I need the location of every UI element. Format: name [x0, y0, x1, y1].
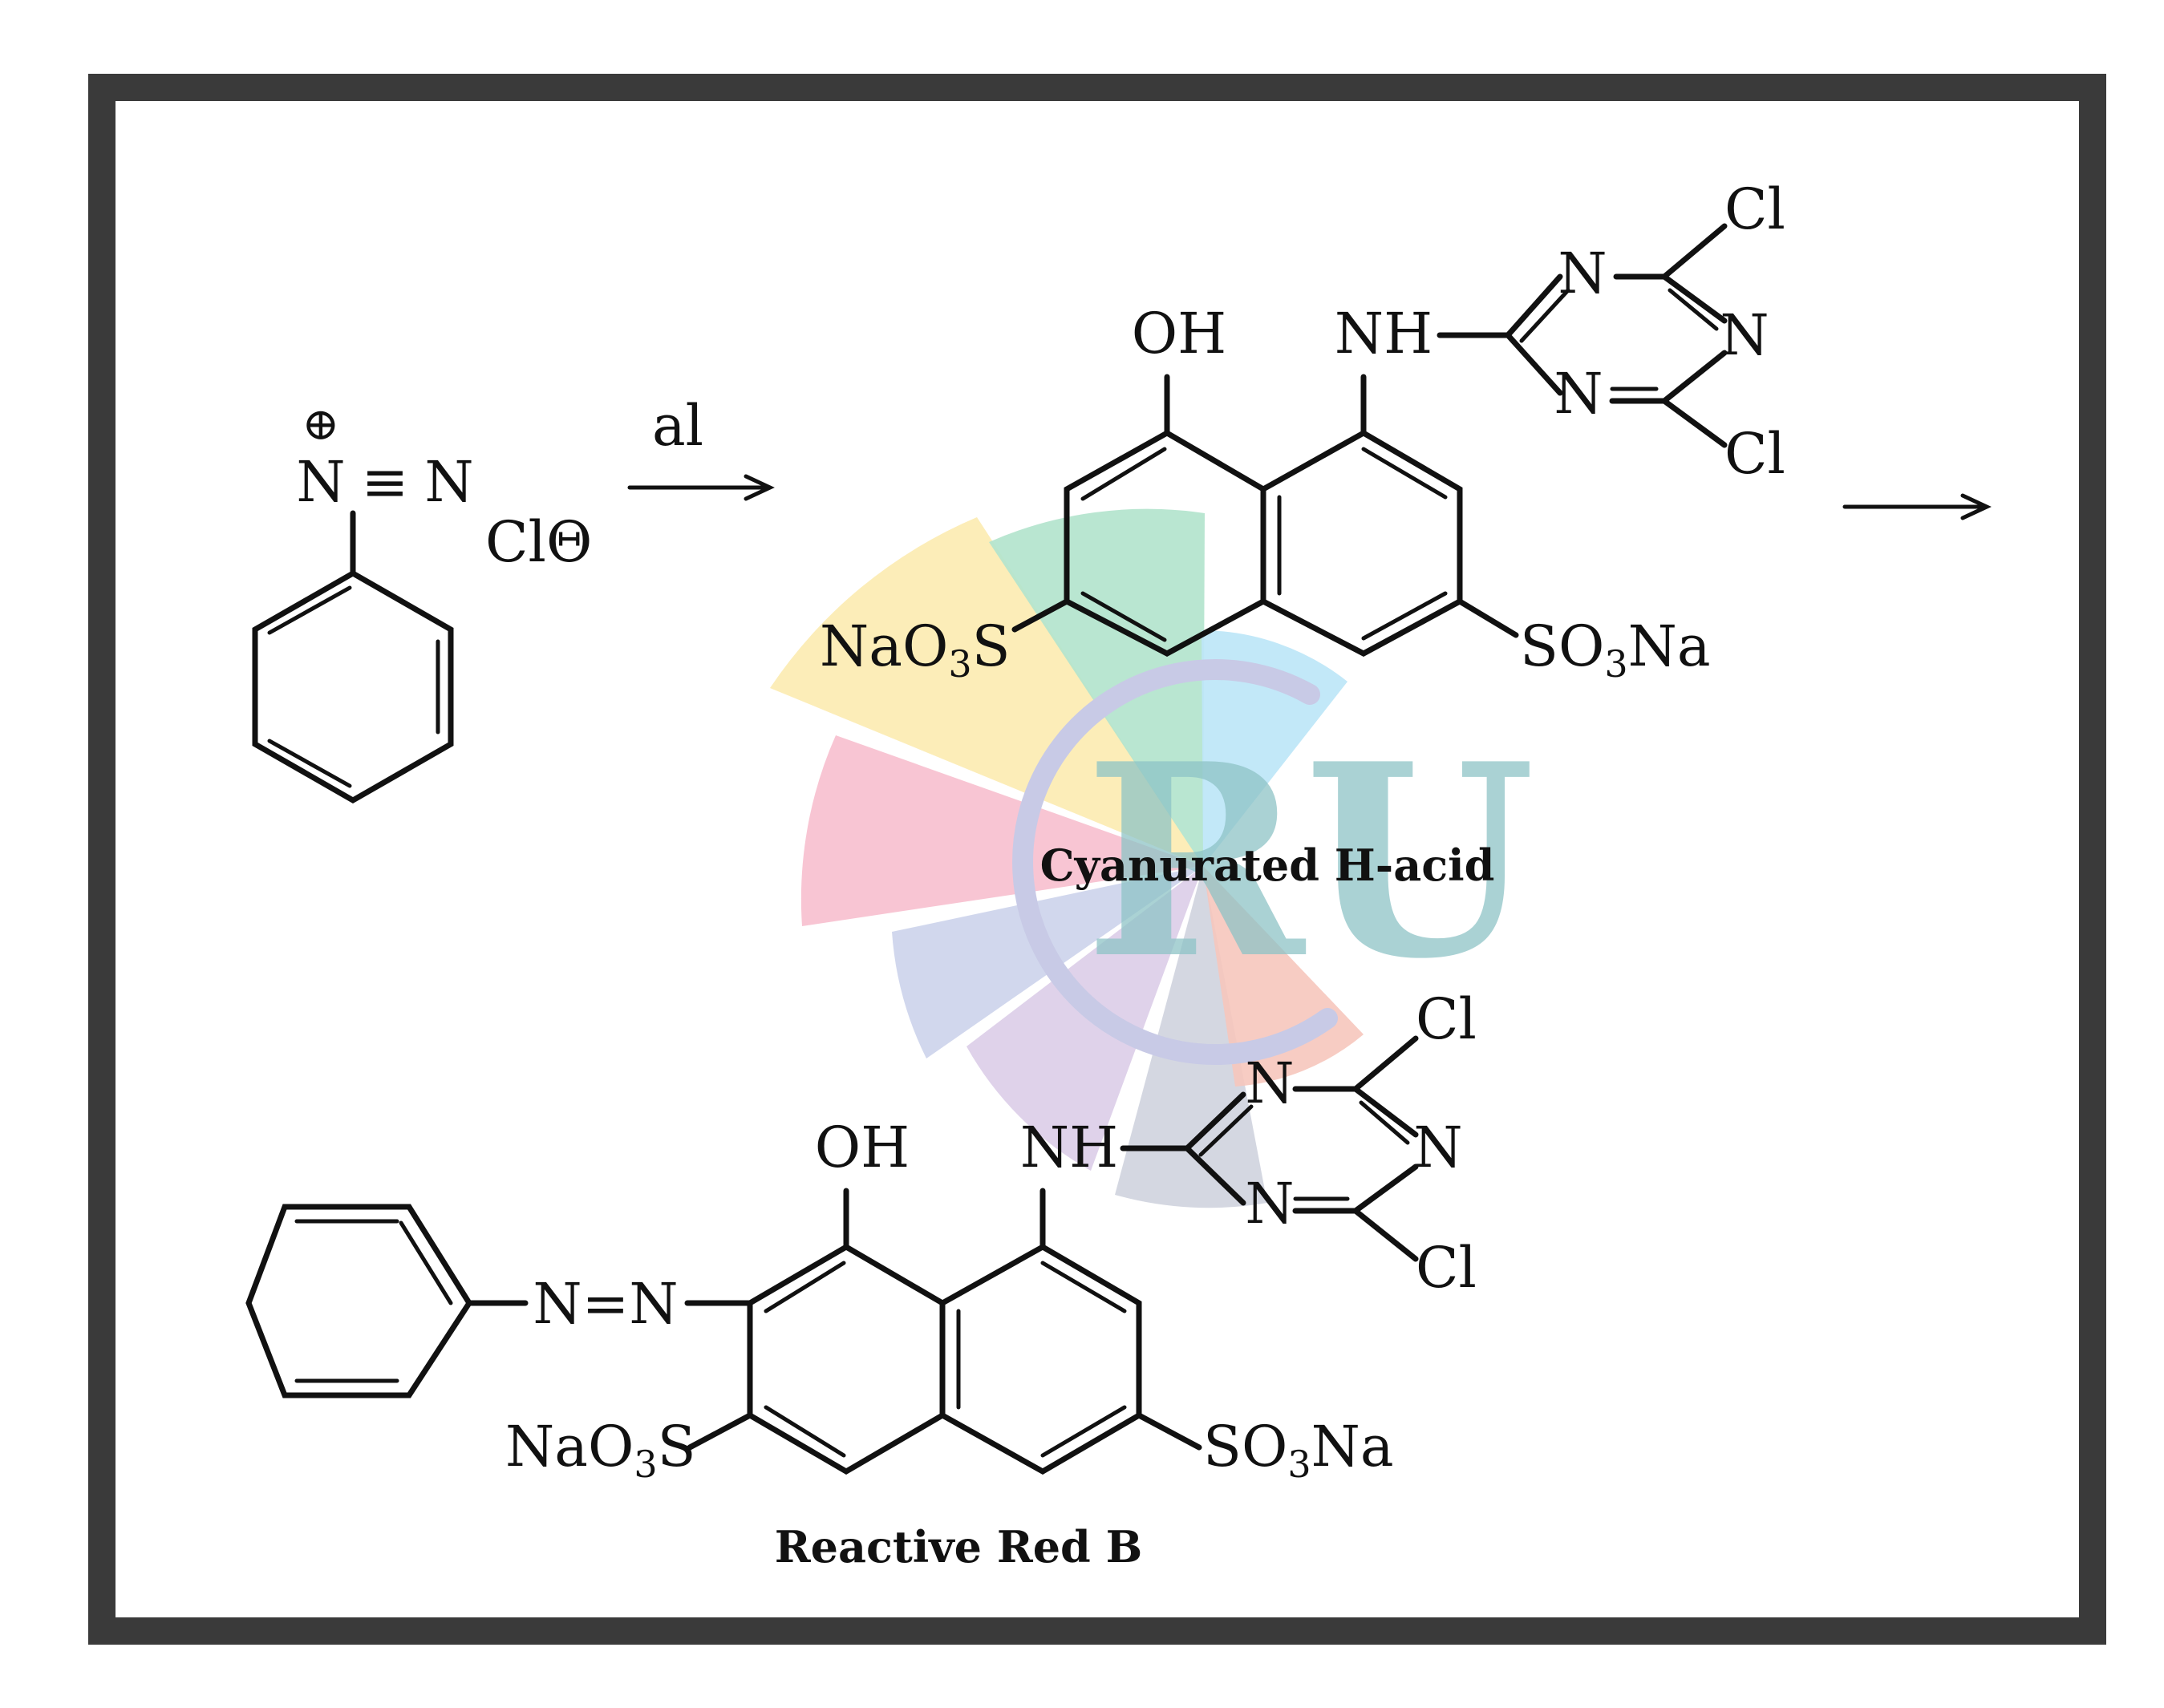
sodium-sulfonate-left: NaO3S [820, 613, 1011, 686]
cyanurated-h-acid-caption: Cyanurated H-acid [1040, 840, 1495, 891]
reactive-red-b-caption: Reactive Red B [775, 1521, 1143, 1572]
watermark-petal-green [989, 508, 1205, 866]
benzene-ring-reactant [252, 569, 454, 804]
watermark-petal-grey [1115, 866, 1267, 1208]
chlorine-top: Cl [1724, 176, 1785, 242]
triazine-n-bottom: N [1554, 361, 1603, 427]
triazine-n-right: N [1720, 302, 1769, 368]
cyanurated-h-acid: OH NH N N N Cl Cl NaO3S SO3Na Cyanurated… [820, 176, 1785, 891]
watermark-ring [1012, 659, 1338, 1065]
benzenediazonium-chloride: ⊕ N ≡ N ClΘ [252, 399, 592, 804]
reactive-red-b: N=N OH NH N N N Cl Cl NaO3S [245, 986, 1477, 1572]
azo-group: N=N [533, 1271, 678, 1337]
product-triazine-n-top: N [1245, 1050, 1294, 1116]
product-amine-label: NH [1020, 1115, 1118, 1180]
watermark-petal-purple [967, 866, 1203, 1171]
triazine-n-top: N [1558, 241, 1607, 306]
hydroxyl-label: OH [1132, 301, 1226, 366]
product-chlorine-bottom: Cl [1416, 1235, 1477, 1301]
watermark-logo: RU [770, 508, 1535, 1208]
product-triazine-n-bottom: N [1245, 1171, 1294, 1236]
product-sodium-sulfonate-right: SO3Na [1203, 1414, 1394, 1486]
reaction-arrow-2 [1842, 493, 1992, 520]
product-hydroxyl-label: OH [815, 1115, 910, 1180]
chlorine-bottom: Cl [1724, 421, 1785, 487]
sodium-sulfonate-right: SO3Na [1520, 613, 1711, 686]
chloride-counter-ion: ClΘ [485, 509, 592, 575]
diazo-nitrogen-2: N [424, 449, 473, 515]
amine-label: NH [1335, 301, 1433, 366]
arrow-1-label: al [652, 393, 703, 459]
watermark-petal-pink [800, 735, 1203, 926]
product-chlorine-top: Cl [1416, 986, 1477, 1052]
benzene-ring-product [245, 1204, 473, 1398]
diazo-triple-bond: ≡ [362, 449, 409, 515]
positive-charge-icon: ⊕ [302, 399, 340, 451]
watermark-petal-yellow [770, 517, 1203, 866]
reaction-arrow-1: al [627, 393, 775, 501]
product-triazine-n-right: N [1413, 1115, 1462, 1180]
watermark-letters: RU [1084, 706, 1535, 1017]
product-sodium-sulfonate-left: NaO3S [505, 1414, 696, 1486]
diazo-nitrogen-1: N [296, 449, 345, 515]
